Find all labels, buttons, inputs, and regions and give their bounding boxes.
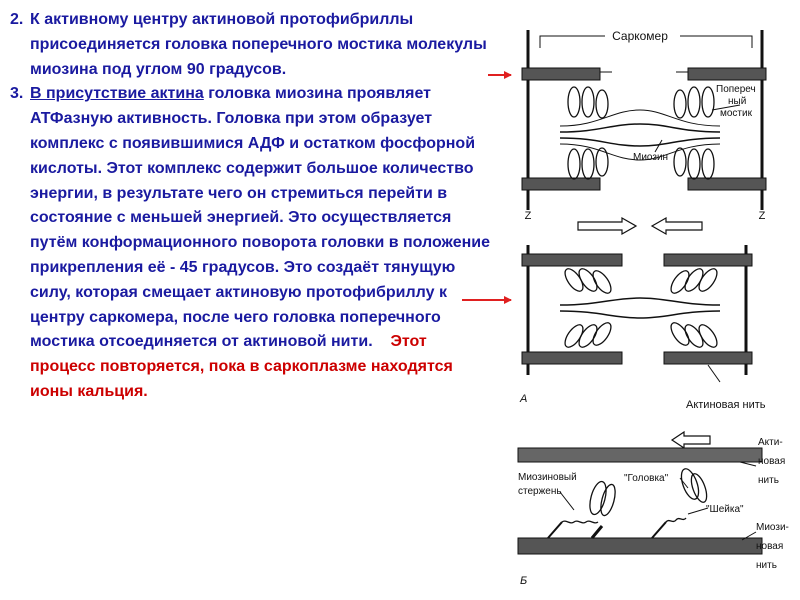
step-3: 3. В присутствие актина головка миозина … xyxy=(10,82,495,404)
actin-label-1: Акти- xyxy=(758,437,783,448)
panel-b-label: Б xyxy=(520,575,527,587)
myosin-head xyxy=(595,147,609,177)
actin-label-2: новая xyxy=(758,456,785,467)
sarcomere-panel-1 xyxy=(521,30,767,210)
myosin-head xyxy=(600,483,616,517)
step-3-number: 3. xyxy=(10,85,24,103)
myosin-head xyxy=(567,86,581,118)
text-block: 2. К активному центру актиновой протофиб… xyxy=(10,8,495,405)
sarcomere-panel-2 xyxy=(521,245,753,383)
step-2-number: 2. xyxy=(10,11,24,28)
actin-filament xyxy=(521,351,623,365)
actin-filament xyxy=(521,253,623,267)
myosin-filament xyxy=(517,537,763,555)
myosin-filament-label-1: Миози- xyxy=(756,522,789,533)
actin-filament xyxy=(521,67,601,81)
bridge-label-3: мостик xyxy=(720,108,753,119)
myosin-head xyxy=(673,89,687,119)
actin-filament xyxy=(663,253,753,267)
actin-filament xyxy=(517,447,763,463)
step-2: 2. К активному центру актиновой протофиб… xyxy=(10,8,495,82)
actin-filament xyxy=(687,177,767,191)
myosin-filament-label-2: новая xyxy=(756,541,783,552)
myosin-head xyxy=(592,270,612,294)
myosin-head xyxy=(567,148,581,180)
z-right-label: Z xyxy=(759,210,766,222)
actin-filament xyxy=(687,67,767,81)
z-left-label: Z xyxy=(525,210,532,222)
actin-filament xyxy=(663,351,753,365)
myosin-head xyxy=(592,322,612,346)
actin-label-3: нить xyxy=(758,475,779,486)
myosin-head xyxy=(581,86,595,118)
myosin-head xyxy=(701,86,715,118)
myosin-head xyxy=(684,324,704,348)
myosin-detail-panel xyxy=(517,430,763,555)
myosin-head xyxy=(690,473,708,503)
myosin-head xyxy=(698,324,718,348)
arrow-left-icon xyxy=(670,430,711,450)
step-3-red-text: Этот процесс повторяется, пока в саркопл… xyxy=(30,333,453,400)
panel-a-label: А xyxy=(519,393,527,405)
arrow-right-icon xyxy=(577,216,638,236)
head-label: "Головка" xyxy=(624,473,669,484)
bridge-label-2: ный xyxy=(728,96,746,107)
myosin-head xyxy=(684,268,704,292)
myosin-rod-label-1: Миозиновый xyxy=(518,472,577,483)
myosin-head xyxy=(701,148,715,180)
myosin-rod-label-2: стержень xyxy=(518,486,562,497)
myosin-head xyxy=(698,268,718,292)
actin-filament xyxy=(521,177,601,191)
step-3-text: головка миозина проявляет АТФазную актив… xyxy=(30,85,490,351)
myosin-filament-label-3: нить xyxy=(756,560,777,571)
step-2-text: К активному центру актиновой протофибрил… xyxy=(30,11,487,78)
myosin-head xyxy=(673,147,687,177)
myosin-head xyxy=(595,89,609,119)
sarcomere-label: Саркомер xyxy=(612,29,668,43)
myosin-head xyxy=(564,268,584,292)
step-3-underlined: В присутствие актина xyxy=(30,85,204,103)
myosin-head xyxy=(564,324,584,348)
myosin-head xyxy=(589,480,607,516)
bridge-label-1: Попереч xyxy=(716,84,756,95)
myosin-head xyxy=(687,86,701,118)
neck-label: "Шейка" xyxy=(706,504,744,515)
myosin-head xyxy=(581,148,595,180)
myosin-head xyxy=(687,148,701,180)
myosin-label: Миозин xyxy=(633,152,668,163)
arrow-left-icon xyxy=(650,216,703,236)
myosin-head xyxy=(680,468,700,500)
actin-filament-label: Актиновая нить xyxy=(686,399,766,411)
